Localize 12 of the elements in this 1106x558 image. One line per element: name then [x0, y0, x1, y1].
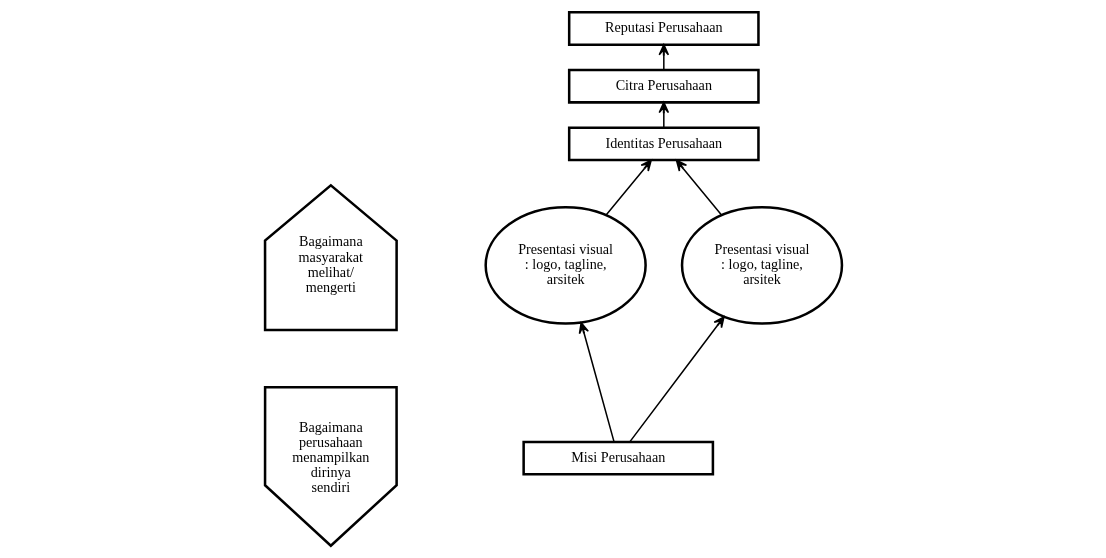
- node-ellipse: Presentasi visual : logo, tagline, arsitek: [483, 205, 647, 325]
- node-ellipse: Presentasi visual : logo, tagline, arsitek: [680, 205, 843, 325]
- node-box: Reputasi Perusahaan: [567, 11, 760, 46]
- arrow: [604, 159, 652, 216]
- arrow: [658, 43, 669, 71]
- node-box: Misi Perusahaan: [521, 440, 714, 476]
- arrow: [578, 321, 615, 443]
- arrow: [675, 159, 722, 216]
- node-box: Identitas Perusahaan: [567, 126, 760, 162]
- arrow: [658, 101, 669, 129]
- arrow: [628, 316, 725, 443]
- node-box: Citra Perusahaan: [567, 68, 760, 104]
